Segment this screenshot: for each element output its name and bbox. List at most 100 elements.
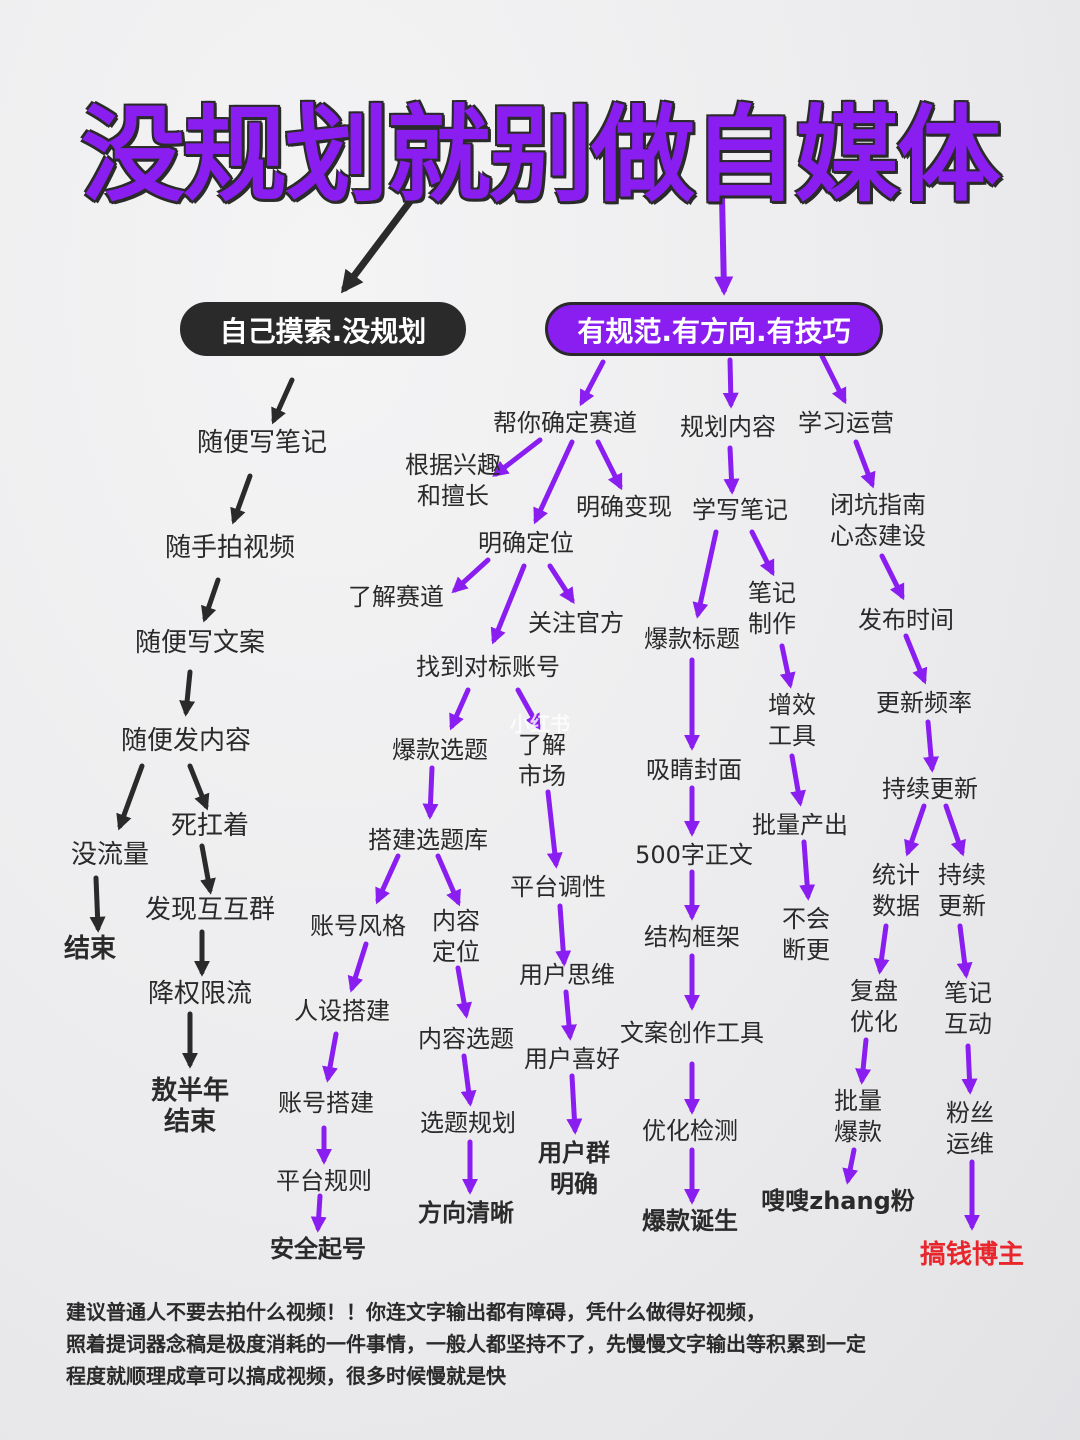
left-end-1: 结束 (63, 934, 117, 964)
col1-account-style: 账号风格 (310, 912, 406, 940)
flow-arrow (714, 193, 734, 296)
col3-guide: 闭坑指南心态建设 (830, 491, 926, 550)
flow-arrow (799, 839, 816, 901)
flow-arrow (422, 765, 439, 820)
flow-arrow (533, 439, 575, 525)
flow-arrow (449, 687, 471, 731)
col2-optimize: 优化检测 (642, 1117, 738, 1145)
col3-head: 学习运营 (798, 409, 894, 437)
flow-arrow (904, 803, 927, 857)
col2-note-make: 笔记制作 (748, 579, 796, 638)
col1-persona: 人设搭建 (294, 997, 390, 1025)
flow-arrow (199, 843, 216, 895)
col1-user-like: 用户喜好 (524, 1045, 620, 1073)
flow-arrow (179, 669, 196, 717)
col2-no-break: 不会断更 (782, 905, 830, 964)
col3-keep-update-2: 持续更新 (938, 861, 986, 920)
flow-arrow (340, 191, 419, 294)
left-branch-label: 自己摸索.没规划 (180, 302, 466, 356)
flow-arrow (89, 875, 106, 933)
footer-line-2: 照着提词器念稿是极度消耗的一件事情，一般人都坚持不了，先慢慢文字输出等积累到一定 (66, 1332, 866, 1356)
flow-arrow (853, 439, 876, 489)
flow-arrow (749, 529, 775, 577)
left-step-1: 随便写笔记 (196, 428, 328, 458)
flow-arrow (271, 377, 295, 425)
flow-arrow (566, 1073, 583, 1135)
col1-platform-rules: 平台规则 (276, 1167, 372, 1195)
flow-arrow (943, 803, 966, 857)
footer-note: 建议普通人不要去拍什么视频！！你连文字输出都有障碍，凭什么做得好视频， 照着提词… (66, 1296, 1026, 1392)
col3-publish-time: 发布时间 (858, 606, 954, 634)
flow-arrow (492, 437, 543, 477)
flow-arrow (961, 1043, 978, 1095)
flow-arrow (375, 853, 401, 905)
flow-arrow (819, 353, 847, 405)
flow-arrow (855, 1037, 872, 1085)
col1-content-pos: 内容定位 (432, 907, 480, 966)
flow-arrow (923, 719, 939, 773)
right-branch-label: 有规范.有方向.有技巧 (545, 302, 883, 356)
col1-head: 帮你确定赛道 (493, 409, 637, 437)
col2-head: 规划内容 (680, 413, 776, 441)
flow-arrow (789, 753, 806, 807)
col1-safe-start: 安全起号 (270, 1235, 366, 1263)
flow-arrow (561, 989, 577, 1041)
left-mutual-group: 发现互互群 (144, 895, 276, 925)
col1-hot-topic: 爆款选题 (392, 736, 488, 764)
col1-user-group: 用户群明确 (538, 1139, 610, 1198)
col1-position: 明确定位 (478, 529, 574, 557)
col3-money: 搞钱博主 (919, 1240, 1025, 1270)
flow-arrow (903, 633, 928, 685)
flow-arrow (547, 563, 575, 605)
col2-500-words: 500字正文 (635, 841, 753, 869)
col3-keep-update: 持续更新 (882, 775, 978, 803)
footer-line-3: 程度就顺理成章可以搞成视频，很多时候慢就是快 (66, 1364, 506, 1388)
col1-topic-plan: 选题规划 (420, 1109, 516, 1137)
col3-stats: 统计数据 (872, 861, 920, 920)
flow-arrow (310, 1193, 327, 1233)
flow-arrow (842, 1147, 859, 1185)
col3-review: 复盘优化 (850, 977, 898, 1036)
left-step-2: 随手拍视频 (164, 533, 296, 563)
flow-arrow (347, 941, 369, 993)
flow-arrow (555, 903, 572, 967)
flow-arrow (879, 553, 905, 601)
col1-know-track: 了解赛道 (348, 583, 444, 611)
col1-user-think: 用户思维 (519, 961, 615, 989)
left-throttled: 降权限流 (147, 979, 253, 1009)
col2-write-notes: 学写笔记 (692, 496, 788, 524)
watermark: 小红书 (510, 712, 570, 736)
col2-batch-output: 批量产出 (752, 811, 848, 839)
left-step-4: 随便发内容 (120, 726, 252, 756)
flow-arrow (201, 577, 221, 623)
col3-fans-gain: 嗖嗖zhang粉 (761, 1187, 915, 1215)
flow-arrow (515, 687, 541, 731)
left-no-traffic: 没流量 (70, 840, 150, 870)
flow-arrow (230, 473, 253, 525)
col1-know-market: 了解市场 (518, 731, 566, 790)
col3-update-freq: 更新频率 (876, 689, 972, 717)
footer-line-1: 建议普通人不要去拍什么视频！！你连文字输出都有障碍，凭什么做得好视频， (66, 1300, 766, 1324)
page-title: 没规划就别做自媒体 (80, 94, 1001, 216)
col3-interact: 笔记互动 (944, 979, 992, 1038)
col1-follow-official: 关注官方 (528, 609, 624, 637)
flow-arrow (595, 439, 623, 491)
flow-arrow (451, 557, 491, 594)
flow-arrow (692, 529, 719, 619)
col1-topic-lib: 搭建选题库 (368, 826, 488, 854)
flow-arrow (873, 923, 890, 975)
flow-arrow (723, 445, 740, 495)
left-end-2: 敖半年结束 (150, 1076, 230, 1137)
col2-structure: 结构框架 (644, 923, 740, 951)
col1-benchmark: 找到对标账号 (416, 653, 560, 681)
col1-interest: 根据兴趣和擅长 (405, 451, 501, 510)
flow-arrow (579, 359, 606, 407)
flow-arrow (779, 643, 796, 689)
col1-account-build: 账号搭建 (278, 1089, 374, 1117)
col2-copy-tools: 文案创作工具 (620, 1019, 764, 1047)
col1-monetize: 明确变现 (576, 493, 672, 521)
col2-hot-title: 爆款标题 (644, 625, 740, 653)
flow-arrow (322, 1031, 339, 1083)
col2-hit-born: 爆款诞生 (642, 1207, 738, 1235)
flow-arrow (956, 923, 973, 979)
